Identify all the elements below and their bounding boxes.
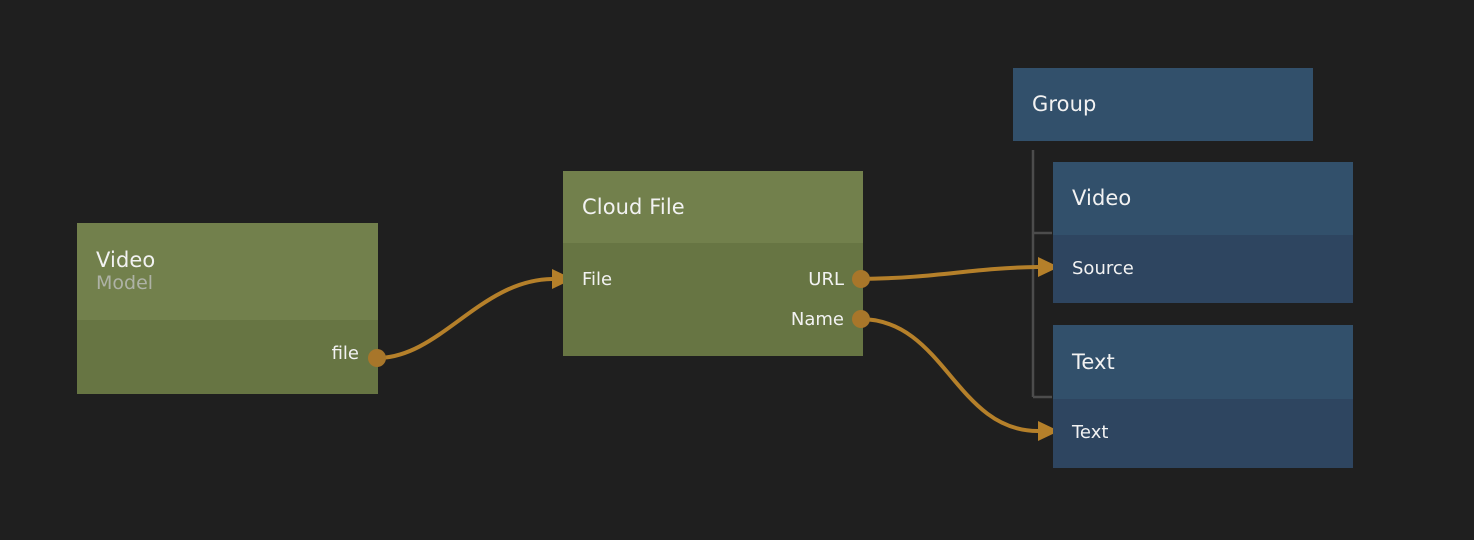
- node-subtitle: Model: [96, 272, 154, 295]
- node-video-component[interactable]: Video Source: [1053, 162, 1353, 303]
- output-port-row-name[interactable]: Name: [791, 309, 844, 330]
- wire-name-to-text: [859, 317, 1059, 441]
- node-title: Video: [1072, 186, 1132, 211]
- node-video-model-header[interactable]: Video Model: [77, 223, 378, 320]
- output-port-row-file[interactable]: file: [332, 343, 359, 364]
- node-video-component-body: Source: [1053, 235, 1353, 303]
- node-text-component-header[interactable]: Text: [1053, 325, 1353, 399]
- port-label: Text: [1072, 422, 1109, 443]
- node-cloud-file[interactable]: Cloud File File URL Name: [563, 171, 863, 356]
- port-label: Name: [790, 309, 844, 330]
- input-port-row-text[interactable]: Text: [1072, 422, 1108, 443]
- node-title: Text: [1072, 349, 1115, 374]
- node-video-model[interactable]: Video Model file: [77, 223, 378, 394]
- output-port-row-url[interactable]: URL: [808, 269, 844, 290]
- node-title: Cloud File: [582, 194, 685, 219]
- port-label: URL: [808, 269, 844, 290]
- port-label: file: [331, 343, 359, 364]
- node-cloud-file-body: File URL Name: [563, 243, 863, 356]
- input-port-row-source[interactable]: Source: [1072, 258, 1134, 279]
- wire-url-to-source: [859, 257, 1059, 281]
- node-group-header[interactable]: Group: [1013, 68, 1313, 141]
- group-tree-bracket: [1031, 150, 1052, 399]
- node-video-component-header[interactable]: Video: [1053, 162, 1353, 235]
- input-port-row-file[interactable]: File: [582, 269, 612, 290]
- node-text-component-body: Text: [1053, 399, 1353, 468]
- node-cloud-file-header[interactable]: Cloud File: [563, 171, 863, 243]
- port-label: File: [582, 269, 613, 290]
- node-text-component[interactable]: Text Text: [1053, 325, 1353, 468]
- port-label: Source: [1072, 258, 1134, 279]
- node-title: Group: [1032, 92, 1097, 117]
- node-video-model-body: file: [77, 320, 378, 394]
- node-group[interactable]: Group: [1013, 68, 1313, 141]
- node-title: Video: [96, 247, 156, 272]
- wire-file-to-file: [376, 269, 573, 360]
